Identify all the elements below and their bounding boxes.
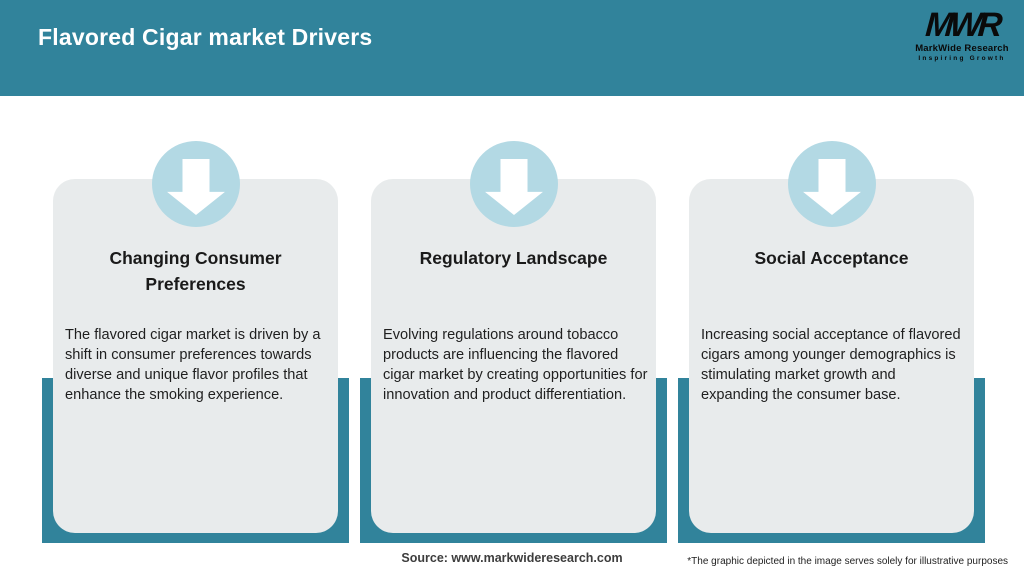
card-description: The flavored cigar market is driven by a… bbox=[65, 327, 321, 403]
down-arrow-icon bbox=[151, 141, 240, 227]
card-panel: Regulatory Landscape Evolving regulation… bbox=[371, 179, 656, 533]
down-arrow-icon bbox=[469, 141, 558, 227]
card-title: Social Acceptance bbox=[754, 248, 909, 268]
source-attribution: Source: www.markwideresearch.com bbox=[401, 551, 623, 565]
driver-card-1: Changing Consumer Preferences The flavor… bbox=[42, 141, 349, 543]
card-title: Regulatory Landscape bbox=[419, 248, 608, 268]
down-arrow-icon bbox=[787, 141, 876, 227]
card-title: Changing Consumer Preferences bbox=[109, 248, 282, 294]
disclaimer-note: *The graphic depicted in the image serve… bbox=[687, 556, 1008, 567]
logo-tagline: Inspiring Growth bbox=[918, 55, 1006, 62]
driver-card-3: Social Acceptance Increasing social acce… bbox=[678, 141, 985, 543]
card-description: Increasing social acceptance of flavored… bbox=[701, 327, 961, 403]
driver-card-2: Regulatory Landscape Evolving regulation… bbox=[360, 141, 667, 543]
page-title: Flavored Cigar market Drivers bbox=[38, 24, 373, 50]
card-description: Evolving regulations around tobacco prod… bbox=[383, 327, 648, 403]
logo-company-name: MarkWide Research bbox=[915, 43, 1009, 54]
header-bar: Flavored Cigar market Drivers MWR MarkWi… bbox=[0, 0, 1024, 96]
card-panel: Changing Consumer Preferences The flavor… bbox=[53, 179, 338, 533]
driver-cards-row: Changing Consumer Preferences The flavor… bbox=[42, 141, 985, 543]
mwr-logo-icon: MWR bbox=[924, 6, 1000, 44]
card-panel: Social Acceptance Increasing social acce… bbox=[689, 179, 974, 533]
brand-logo: MWR MarkWide Research Inspiring Growth bbox=[912, 6, 1012, 62]
